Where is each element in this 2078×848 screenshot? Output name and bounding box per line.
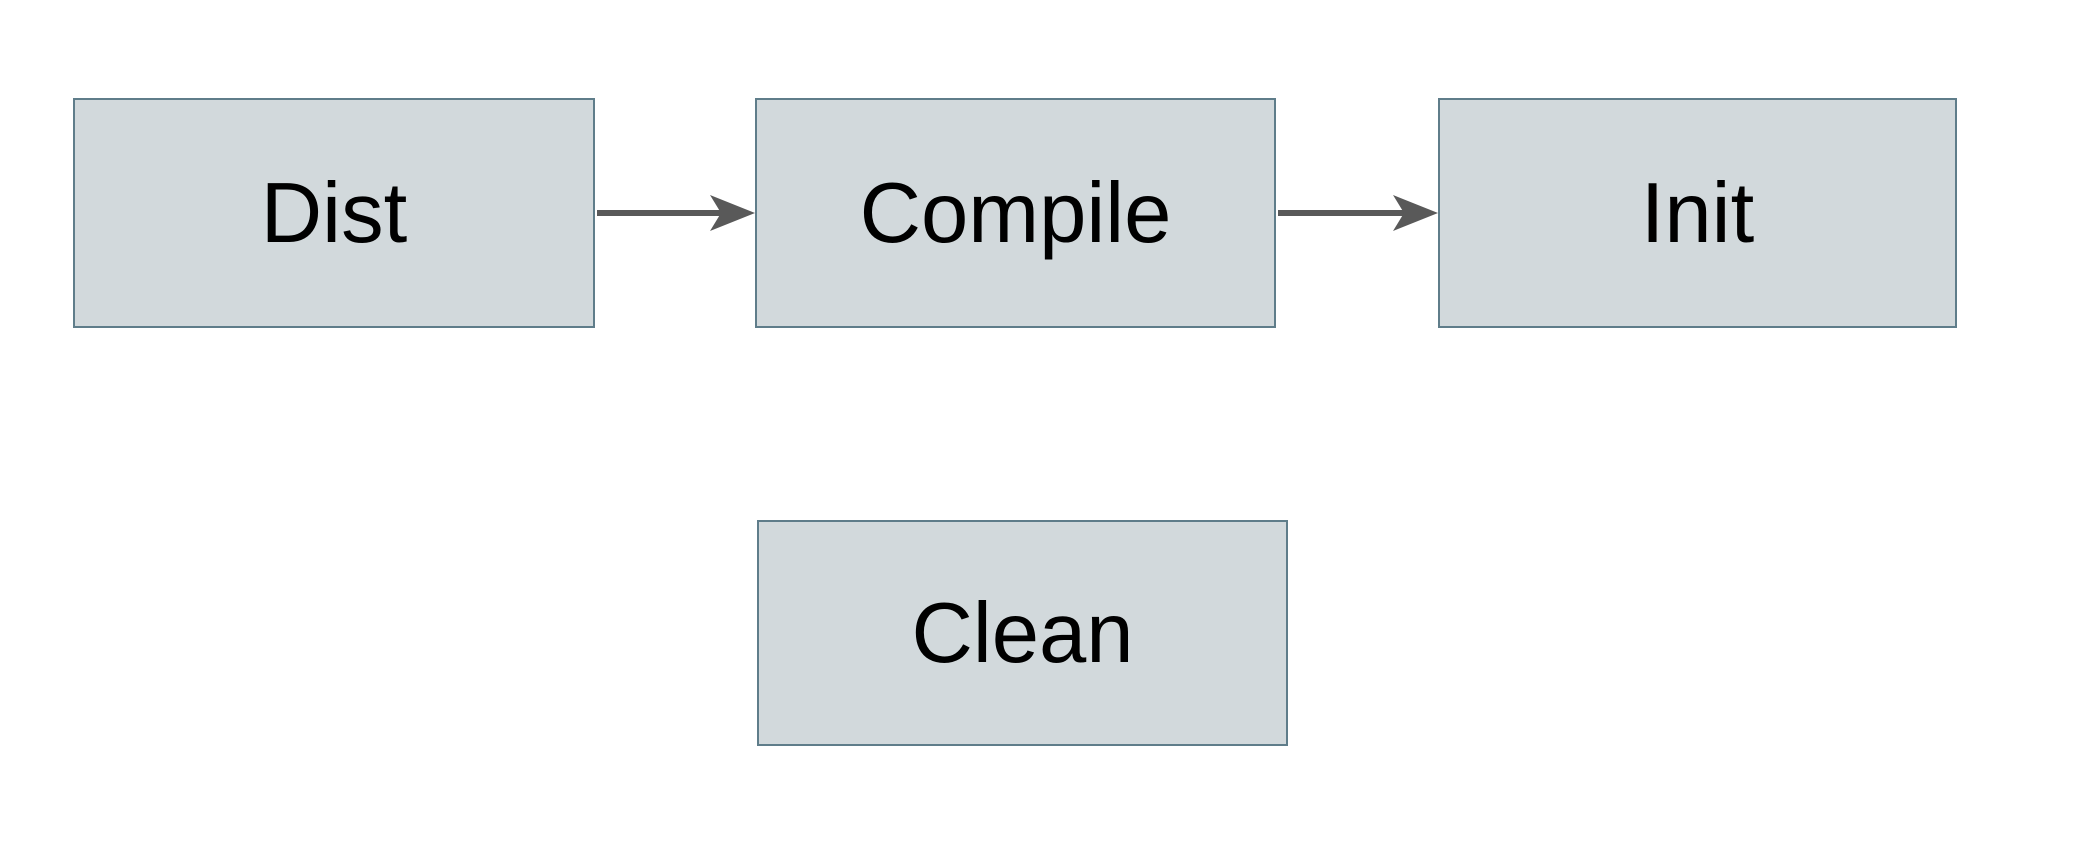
node-dist-label: Dist	[260, 165, 408, 261]
node-clean-label: Clean	[911, 585, 1134, 681]
node-compile[interactable]: Compile	[755, 98, 1276, 328]
arrowhead-icon	[1393, 195, 1438, 231]
node-init[interactable]: Init	[1438, 98, 1957, 328]
node-dist[interactable]: Dist	[73, 98, 595, 328]
arrow-dist-to-compile	[597, 195, 755, 231]
node-compile-label: Compile	[859, 165, 1172, 261]
arrowhead-icon	[710, 195, 755, 231]
node-clean[interactable]: Clean	[757, 520, 1288, 746]
arrow-compile-to-init	[1278, 195, 1438, 231]
node-init-label: Init	[1640, 165, 1755, 261]
